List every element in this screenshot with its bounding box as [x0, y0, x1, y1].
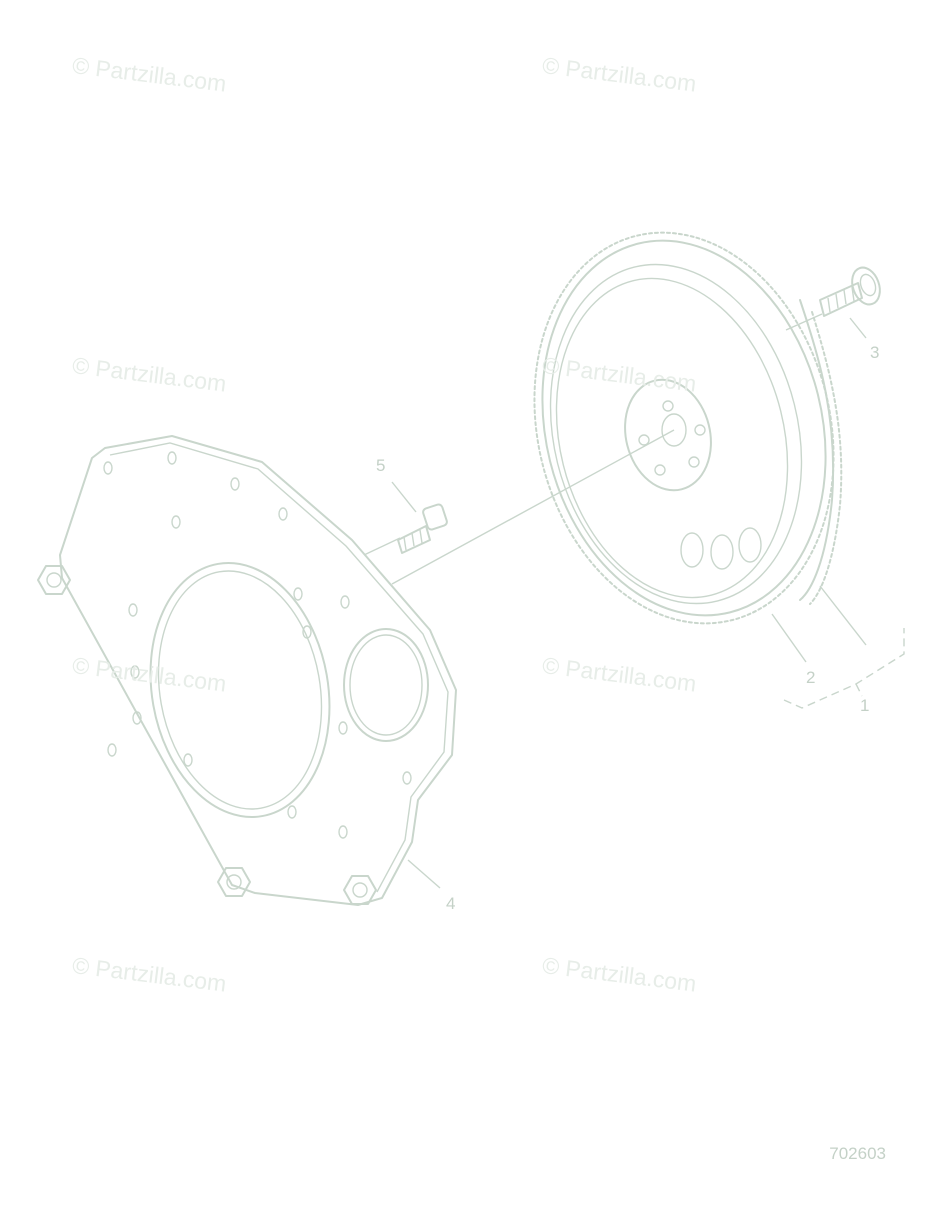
- callout-2[interactable]: 2: [806, 668, 816, 687]
- diagram-number: 702603: [829, 1144, 886, 1163]
- leader-lines: [363, 313, 867, 889]
- callout-1[interactable]: 1: [860, 696, 870, 715]
- dowel-nut: [343, 875, 377, 905]
- adapter-plate: [37, 435, 457, 906]
- assembly-bracket: [783, 628, 905, 709]
- callout-5[interactable]: 5: [376, 456, 386, 475]
- callout-4[interactable]: 4: [446, 894, 456, 913]
- dowel-nut: [37, 565, 71, 595]
- plate-bolt: [397, 503, 448, 554]
- flywheel-bolt: [819, 266, 881, 317]
- dowel-nut: [217, 867, 251, 897]
- flywheel: [533, 231, 843, 625]
- callout-3[interactable]: 3: [870, 343, 880, 362]
